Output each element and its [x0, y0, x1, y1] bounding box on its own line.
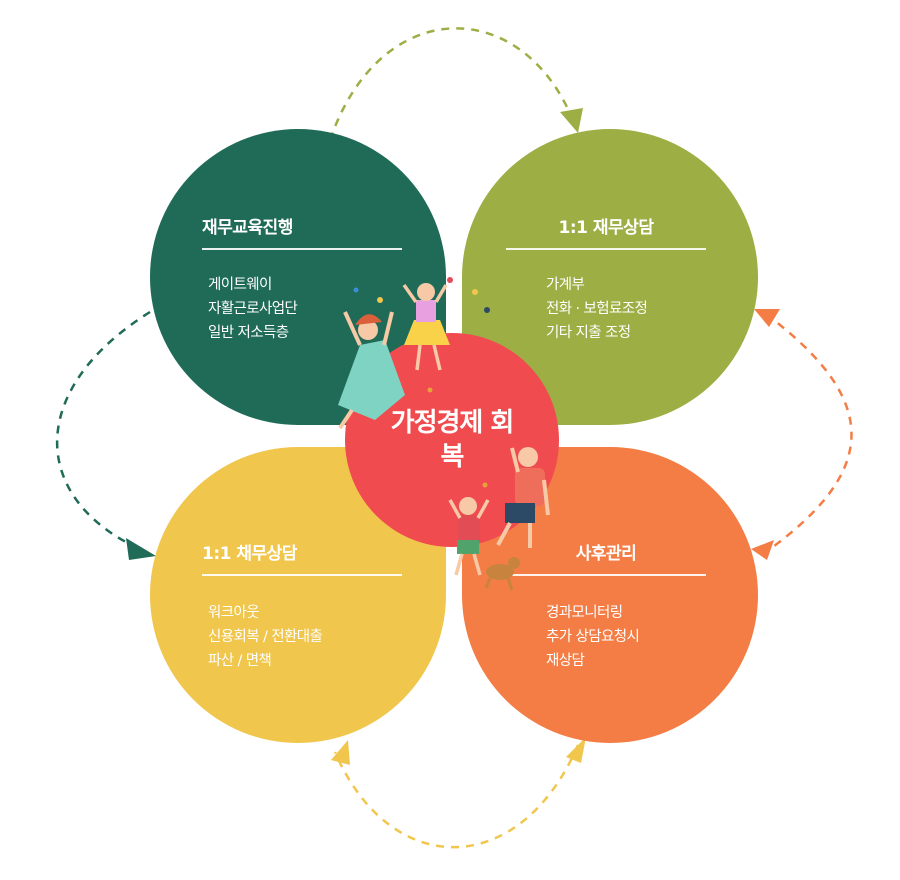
arrowhead-right-2	[751, 540, 774, 560]
arrowhead-bottom-2	[331, 740, 350, 765]
arrow-left	[55, 310, 151, 552]
arrowhead-left	[126, 538, 156, 560]
step-items: 가계부 전화 · 보험료조정 기타 지출 조정	[546, 273, 648, 345]
step-item: 재상담	[546, 653, 585, 669]
step-title: 1:1 채무상담	[202, 539, 402, 576]
step-items: 워크아웃 신용회복 / 전환대출 파산 / 면책	[208, 601, 323, 673]
step-title: 재무교육진행	[202, 213, 402, 250]
arrowhead-bottom	[566, 737, 586, 763]
step-items: 게이트웨이 자활근로사업단 일반 저소득층	[208, 273, 298, 345]
step-item: 워크아웃	[208, 605, 260, 621]
step-item: 파산 / 면책	[208, 653, 272, 669]
arrowhead-top	[560, 108, 583, 133]
step-title: 사후관리	[506, 539, 706, 576]
step-item: 추가 상담요청시	[546, 629, 640, 645]
step-item: 전화 · 보험료조정	[546, 301, 648, 317]
center-goal: 가정경제 회복	[345, 333, 559, 547]
step-item: 게이트웨이	[208, 277, 272, 293]
step-item: 신용회복 / 전환대출	[208, 629, 323, 645]
step-items: 경과모니터링 추가 상담요청시 재상담	[546, 601, 640, 673]
arrowhead-right	[754, 309, 780, 327]
center-title: 가정경제 회복	[390, 408, 515, 472]
arrow-top	[328, 27, 574, 141]
arrow-right	[765, 313, 853, 554]
step-title: 1:1 재무상담	[506, 213, 706, 250]
arrow-bottom	[333, 744, 580, 849]
step-financial-counseling: 1:1 재무상담 가계부 전화 · 보험료조정 기타 지출 조정	[462, 129, 758, 425]
step-item: 가계부	[546, 277, 585, 293]
step-item: 자활근로사업단	[208, 301, 298, 317]
step-item: 기타 지출 조정	[546, 325, 631, 341]
step-item: 일반 저소득층	[208, 325, 289, 341]
step-item: 경과모니터링	[546, 605, 623, 621]
